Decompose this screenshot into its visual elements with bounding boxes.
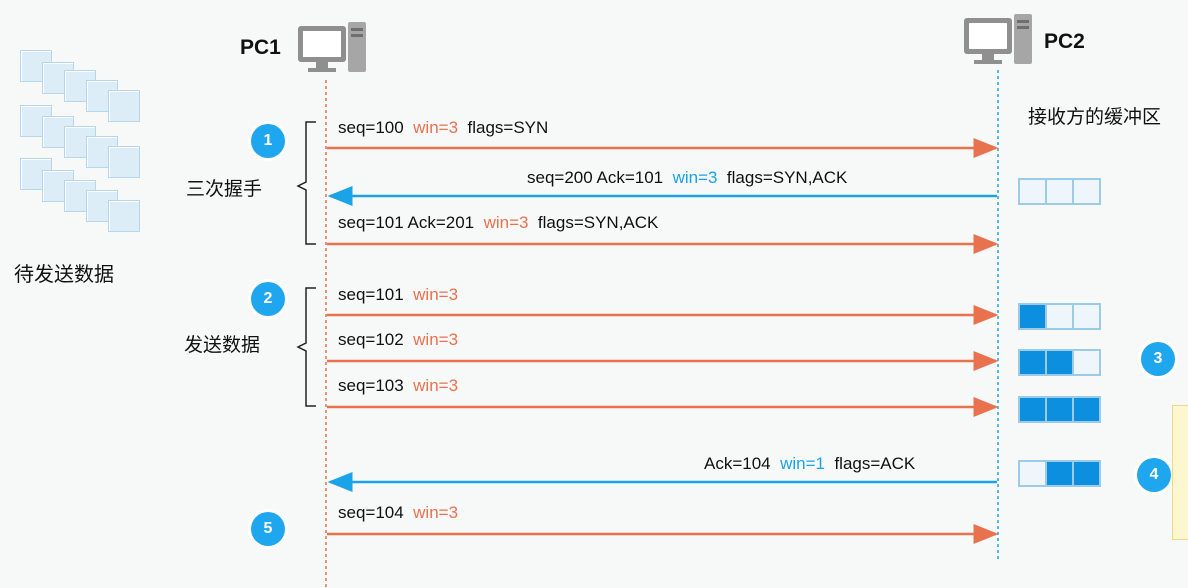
buffer-cell-filled — [1045, 396, 1074, 423]
message-flags: flags=SYN — [467, 118, 549, 137]
message-fields: seq=200 Ack=101 — [527, 168, 664, 187]
receive-buffer — [1018, 178, 1101, 205]
send-brace — [296, 287, 316, 407]
buffer-cell-filled — [1018, 396, 1047, 423]
message-fields: seq=101 Ack=201 — [338, 213, 475, 232]
message-fields: seq=102 — [338, 330, 404, 349]
step-badge: 1 — [251, 124, 285, 158]
message-flags: flags=SYN,ACK — [537, 213, 659, 232]
receiver-buffer-label: 接收方的缓冲区 — [1028, 106, 1162, 128]
send-data-label: 发送数据 — [184, 334, 261, 356]
buffer-cell-filled — [1018, 303, 1047, 330]
message-label: seq=101 Ack=201 win=3 flags=SYN,ACK — [338, 213, 658, 233]
handshake-label: 三次握手 — [186, 178, 263, 200]
handshake-brace — [296, 121, 316, 245]
buffer-cell-empty — [1018, 178, 1047, 205]
buffer-cell-empty — [1072, 349, 1101, 376]
receive-buffer — [1018, 460, 1101, 487]
window-size: win=3 — [413, 503, 459, 522]
message-fields: Ack=104 — [704, 454, 771, 473]
window-size: win=3 — [413, 285, 459, 304]
buffer-cell-empty — [1045, 178, 1074, 205]
computer-icon — [964, 14, 1032, 64]
step-badge: 4 — [1137, 458, 1171, 492]
data-packet — [108, 90, 140, 122]
buffer-cell-filled — [1018, 349, 1047, 376]
step-badge: 5 — [251, 512, 285, 546]
window-size: win=3 — [413, 376, 459, 395]
window-size: win=3 — [413, 330, 459, 349]
step-badge: 2 — [251, 282, 285, 316]
pending-data-stack — [0, 0, 160, 240]
message-label: seq=103 win=3 — [338, 376, 458, 396]
buffer-cell-empty — [1045, 303, 1074, 330]
pc1-label: PC1 — [240, 36, 281, 59]
buffer-cell-empty — [1018, 460, 1047, 487]
computer-icon — [298, 22, 366, 72]
window-size: win=3 — [413, 118, 459, 137]
buffer-cell-empty — [1072, 178, 1101, 205]
message-label: seq=102 win=3 — [338, 330, 458, 350]
message-flags: flags=ACK — [834, 454, 916, 473]
data-packet — [108, 146, 140, 178]
message-label: seq=200 Ack=101 win=3 flags=SYN,ACK — [527, 168, 847, 188]
message-flags: flags=SYN,ACK — [726, 168, 848, 187]
window-size: win=3 — [483, 213, 529, 232]
message-label: seq=101 win=3 — [338, 285, 458, 305]
receive-buffer — [1018, 396, 1101, 423]
pending-data-label: 待发送数据 — [14, 262, 114, 286]
window-size: win=1 — [780, 454, 825, 473]
receive-buffer — [1018, 349, 1101, 376]
side-note — [1172, 405, 1188, 540]
buffer-cell-filled — [1045, 349, 1074, 376]
buffer-cell-filled — [1072, 396, 1101, 423]
message-fields: seq=103 — [338, 376, 404, 395]
data-packet — [108, 200, 140, 232]
window-size: win=3 — [672, 168, 718, 187]
buffer-cell-empty — [1072, 303, 1101, 330]
message-fields: seq=100 — [338, 118, 404, 137]
message-fields: seq=101 — [338, 285, 404, 304]
buffer-cell-filled — [1072, 460, 1101, 487]
step-badge: 3 — [1141, 342, 1175, 376]
receive-buffer — [1018, 303, 1101, 330]
message-label: seq=104 win=3 — [338, 503, 458, 523]
message-label: Ack=104 win=1 flags=ACK — [704, 454, 915, 474]
message-fields: seq=104 — [338, 503, 404, 522]
buffer-cell-filled — [1045, 460, 1074, 487]
message-label: seq=100 win=3 flags=SYN — [338, 118, 548, 138]
pc2-label: PC2 — [1044, 30, 1085, 53]
